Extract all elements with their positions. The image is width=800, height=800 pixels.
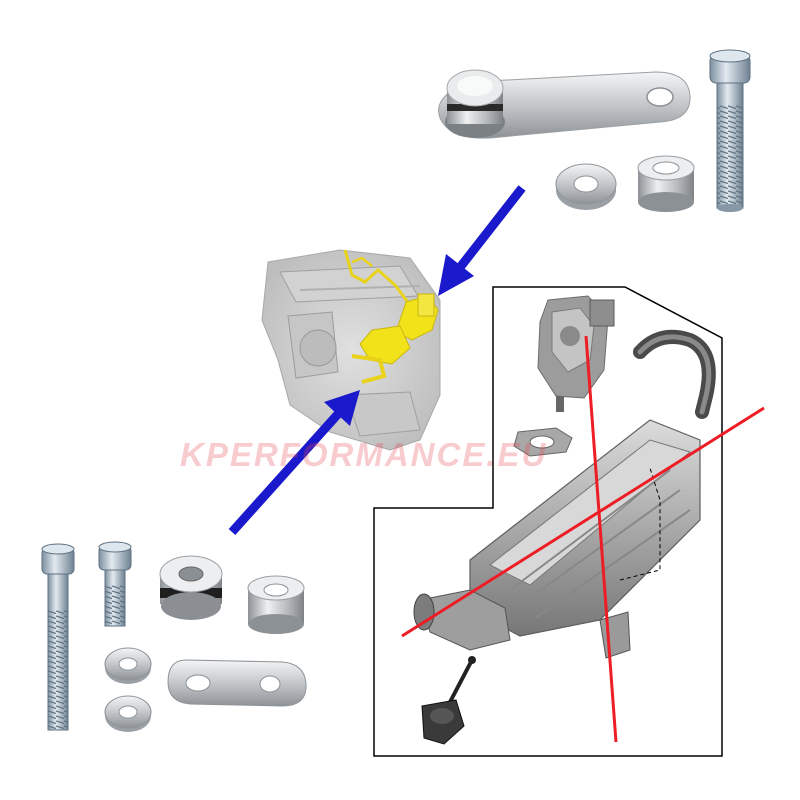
strike-through-lines bbox=[401, 335, 765, 743]
arrow-top bbox=[438, 185, 526, 296]
gasket-icon bbox=[513, 427, 573, 457]
spacer-icon bbox=[637, 155, 695, 212]
egr-valve-icon bbox=[537, 295, 615, 412]
washer-icon bbox=[555, 163, 617, 210]
actuator-icon bbox=[421, 656, 476, 745]
egr-blanking-plate-kit-icon bbox=[438, 49, 751, 212]
egr-blanking-plate-kit-secondary-icon bbox=[41, 541, 307, 732]
arrow-bottom bbox=[228, 390, 360, 536]
washer-icon bbox=[104, 647, 152, 684]
bolt-icon bbox=[709, 49, 751, 212]
blanking-plug-icon bbox=[159, 555, 223, 620]
small-blanking-plate-icon bbox=[167, 659, 307, 707]
hose-icon bbox=[633, 330, 716, 419]
spacer-icon bbox=[247, 575, 305, 634]
egr-highlight bbox=[343, 249, 439, 384]
engine-diagram-icon bbox=[261, 249, 441, 451]
long-bolt-icon bbox=[41, 543, 75, 731]
egr-cooler-assembly-icon bbox=[401, 295, 765, 745]
blanking-plate bbox=[438, 69, 691, 139]
washer-icon bbox=[104, 695, 152, 732]
short-bolt-icon bbox=[98, 541, 132, 627]
